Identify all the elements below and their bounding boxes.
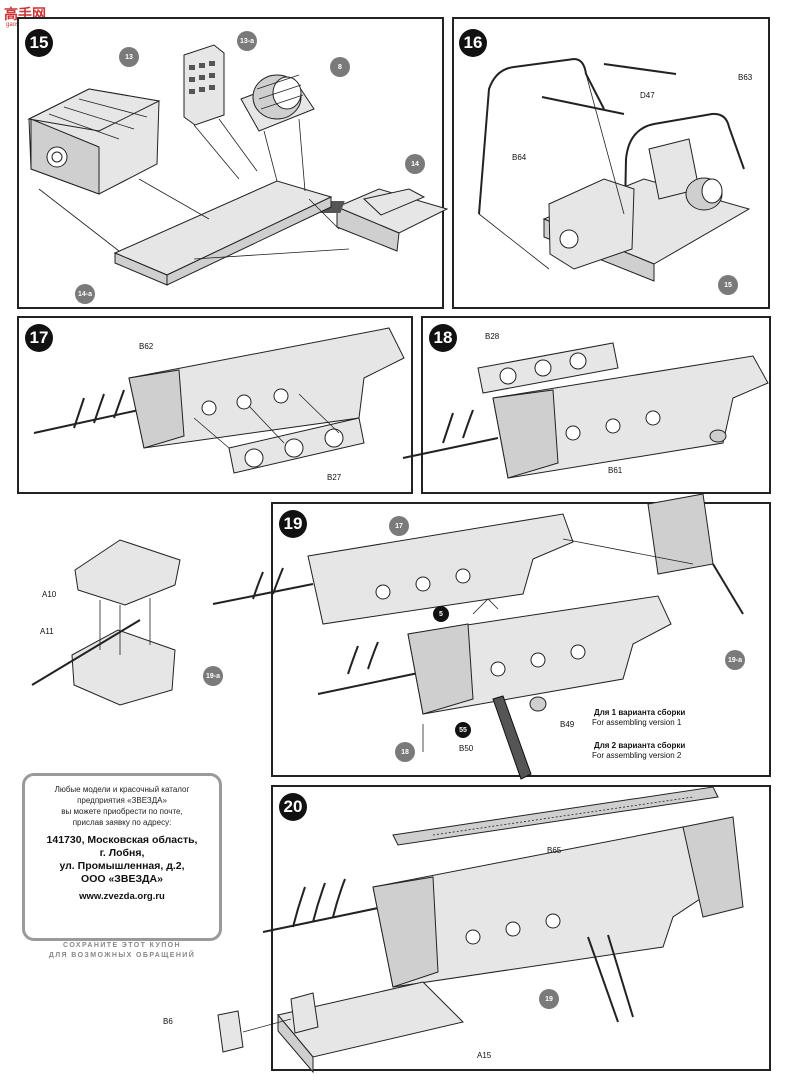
step-15-part-14a: 14-a — [75, 284, 95, 304]
step-19-version1-ru: Для 1 варианта сборки — [594, 708, 686, 717]
coupon-address-4: ООО «ЗВЕЗДА» — [81, 873, 163, 885]
coupon-address-1: 141730, Московская область, — [46, 834, 198, 846]
step-20-label-a15: A15 — [477, 1051, 492, 1060]
step-20-label-b6: B6 — [163, 1017, 173, 1026]
step-15-part-13: 13 — [119, 47, 139, 67]
step-16-number: 16 — [459, 29, 487, 57]
step-19a-label-a11: A11 — [40, 627, 54, 636]
step-16-label-b64: B64 — [512, 153, 527, 162]
step-20-part-19: 19 — [539, 989, 559, 1009]
coupon-line-2: предприятия «ЗВЕЗДА» — [77, 796, 167, 805]
coupon-address-2: г. Лобня, — [99, 847, 145, 859]
step-16-label-d47: D47 — [640, 91, 655, 100]
step-19-number: 19 — [279, 510, 307, 538]
coupon-website: www.zvezda.org.ru — [79, 891, 165, 902]
step-19-version2-ru: Для 2 варианта сборки — [594, 741, 686, 750]
step-20-number: 20 — [279, 793, 307, 821]
coupon-keep-line-2: ДЛЯ ВОЗМОЖНЫХ ОБРАЩЕНИЙ — [48, 952, 196, 959]
step-19-version1-en: For assembling version 1 — [592, 718, 682, 727]
step-16-drawing — [478, 57, 751, 282]
step-17-panel: 17 B62 B27 — [17, 316, 413, 494]
step-18-label-b28: B28 — [485, 332, 500, 341]
step-19-part-17: 17 — [389, 516, 409, 536]
coupon-line-3: вы можете приобрести по почте, — [61, 807, 183, 816]
step-19a-tag: 19-a — [203, 666, 223, 686]
step-17-number: 17 — [25, 324, 53, 352]
step-15-number: 15 — [25, 29, 53, 57]
step-16-label-b63: B63 — [738, 73, 753, 82]
step-15-panel: 15 — [17, 17, 449, 309]
step-15-part-14: 14 — [405, 154, 425, 174]
step-15-part-8: 8 — [330, 57, 350, 77]
step-19-label-b50: B50 — [459, 744, 474, 753]
step-17-label-b27: B27 — [327, 473, 342, 482]
coupon-keep-line-1: СОХРАНИТЕ ЭТОТ КУПОН — [63, 942, 181, 949]
step-19-tag-19a: 19-a — [725, 650, 745, 670]
step-19-part-18: 18 — [395, 742, 415, 762]
step-15-part-13a: 13-a — [237, 31, 257, 51]
step-20-label-b65: B65 — [547, 846, 562, 855]
step-18-drawing — [402, 342, 769, 479]
step-19-version2-en: For assembling version 2 — [592, 751, 682, 760]
step-16-panel: 16 B63 D47 B64 15 — [452, 17, 770, 309]
step-18-panel: 18 B28 B61 — [402, 316, 771, 494]
step-19a-label-a10: A10 — [42, 590, 57, 599]
order-coupon: Любые модели и красочный каталог предпри… — [22, 773, 222, 941]
step-17-drawing — [33, 327, 405, 474]
coupon-line-4: прислав заявку по адресу: — [72, 818, 172, 827]
step-19-label-b49: B49 — [560, 720, 575, 729]
coupon-keep-note: СОХРАНИТЕ ЭТОТ КУПОН ДЛЯ ВОЗМОЖНЫХ ОБРАЩ… — [22, 941, 222, 961]
step-18-label-b61: B61 — [608, 466, 623, 475]
coupon-line-1: Любые модели и красочный каталог — [54, 785, 190, 794]
step-15-drawing — [27, 44, 449, 286]
step-19-star-5: 5 — [433, 606, 449, 622]
step-20-drawing — [217, 786, 744, 1074]
step-18-number: 18 — [429, 324, 457, 352]
step-19-panel: 19 17 18 19-a 5 55 B49 B50 Для 1 вариант… — [212, 493, 771, 780]
step-20-panel: 20 B65 19 A15 — [217, 785, 771, 1074]
step-19-star-55: 55 — [455, 722, 471, 738]
coupon-address-3: ул. Промышленная, д.2, — [59, 860, 185, 872]
step-19-drawing — [212, 493, 744, 780]
step-17-label-b62: B62 — [139, 342, 154, 351]
step-16-part-15: 15 — [718, 275, 738, 295]
